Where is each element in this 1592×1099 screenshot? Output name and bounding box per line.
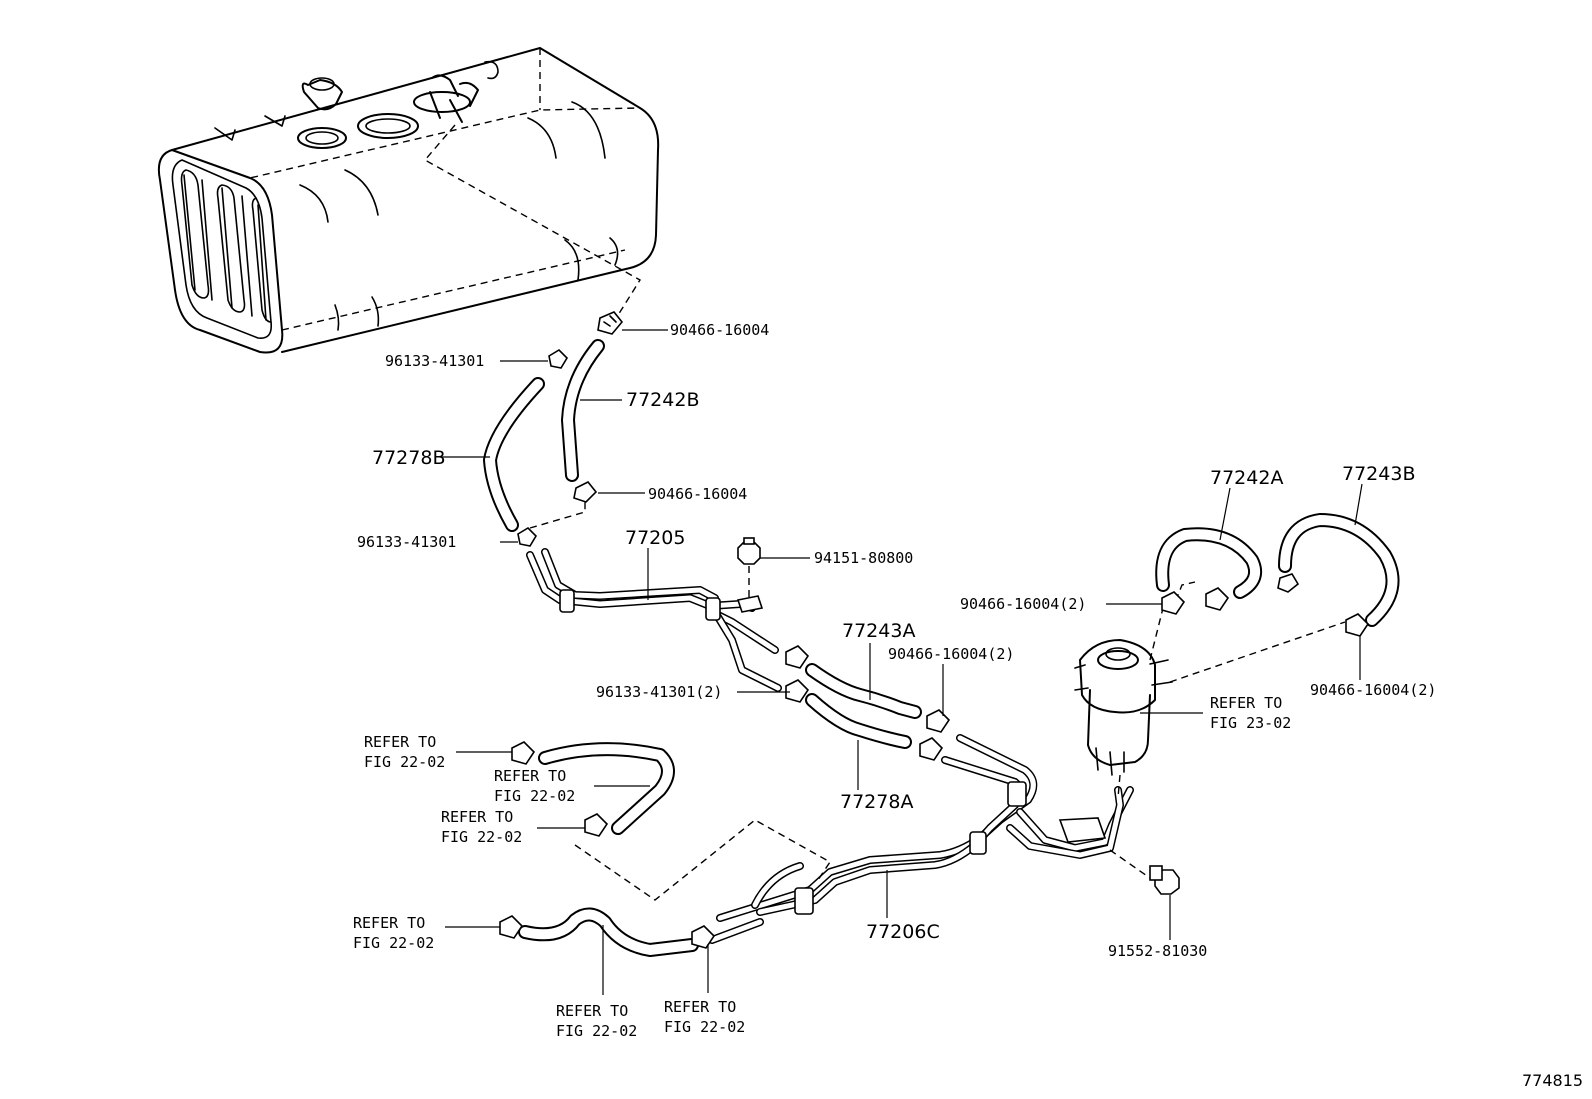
label-77243A: 77243A — [842, 620, 915, 642]
clip-96133-41301-mid — [517, 526, 538, 547]
label-77242A: 77242A — [1210, 467, 1283, 489]
ref-filter-line2: FIG 23-02 — [1210, 714, 1291, 732]
ref-4-line2: FIG 22-02 — [353, 934, 434, 952]
label-77242B: 77242B — [626, 389, 699, 411]
ref-5-line1: REFER TO — [556, 1002, 628, 1020]
hose-77242B — [561, 339, 605, 482]
pipe-77205 — [526, 548, 782, 692]
bolt-94151-80800 — [736, 537, 764, 613]
pipe-77206C — [716, 734, 1134, 922]
hose-lower-left-lower — [518, 907, 699, 957]
ref-3-line1: REFER TO — [441, 808, 513, 826]
hose-77278A — [805, 693, 912, 749]
label-96133-41301-2: 96133-41301(2) — [596, 683, 722, 701]
label-77243B: 77243B — [1342, 463, 1415, 485]
diagram-id: 774815 — [1522, 1071, 1583, 1090]
ref-6-line2: FIG 22-02 — [664, 1018, 745, 1036]
label-90466-16004-top: 90466-16004 — [670, 321, 769, 339]
ref-1-line2: FIG 22-02 — [364, 753, 445, 771]
label-91552-81030: 91552-81030 — [1108, 942, 1207, 960]
refer-labels: REFER TO FIG 23-02 REFER TO FIG 22-02 RE… — [353, 694, 1291, 1040]
label-96133-41301-mid: 96133-41301 — [357, 533, 456, 551]
label-96133-41301-top: 96133-41301 — [385, 352, 484, 370]
clip-pair-96133 — [785, 645, 810, 703]
label-94151-80800: 94151-80800 — [814, 549, 913, 567]
ref-6-line1: REFER TO — [664, 998, 736, 1016]
label-90466-16004-2-center: 90466-16004(2) — [888, 645, 1014, 663]
part-labels: 90466-16004 96133-41301 77242B 77278B 90… — [357, 321, 1436, 960]
label-90466-16004-2-right: 90466-16004(2) — [1310, 681, 1436, 699]
ref-2-line1: REFER TO — [494, 767, 566, 785]
leader-lines — [440, 329, 1363, 995]
label-77206C: 77206C — [866, 921, 940, 943]
clip-pair-90466-center — [919, 709, 951, 761]
ref-1-line1: REFER TO — [364, 733, 436, 751]
ref-5-line2: FIG 22-02 — [556, 1022, 637, 1040]
label-77205: 77205 — [625, 527, 685, 549]
clip-96133-41301-top — [548, 348, 569, 369]
label-77278A: 77278A — [840, 791, 913, 813]
ref-2-line2: FIG 22-02 — [494, 787, 575, 805]
ref-4-line1: REFER TO — [353, 914, 425, 932]
ref-filter-line1: REFER TO — [1210, 694, 1282, 712]
hose-77243B — [1278, 513, 1400, 627]
hose-lower-left-upper — [538, 742, 675, 835]
clip-90466-16004-top — [597, 311, 624, 335]
label-90466-16004-mid: 90466-16004 — [648, 485, 747, 503]
ref-3-line2: FIG 22-02 — [441, 828, 522, 846]
clip-90466-16004-mid — [573, 480, 598, 503]
label-90466-16004-2-left: 90466-16004(2) — [960, 595, 1086, 613]
clips-lower-left — [499, 741, 716, 949]
bolt-91552-81030 — [1109, 849, 1180, 895]
hose-77278B — [483, 377, 545, 532]
fuel-filter — [1074, 581, 1346, 799]
label-77278B: 77278B — [372, 447, 445, 469]
hose-77243A — [805, 663, 922, 719]
fuel-tank — [157, 47, 660, 354]
hose-77242A — [1155, 527, 1262, 599]
clips-right — [1161, 573, 1370, 637]
